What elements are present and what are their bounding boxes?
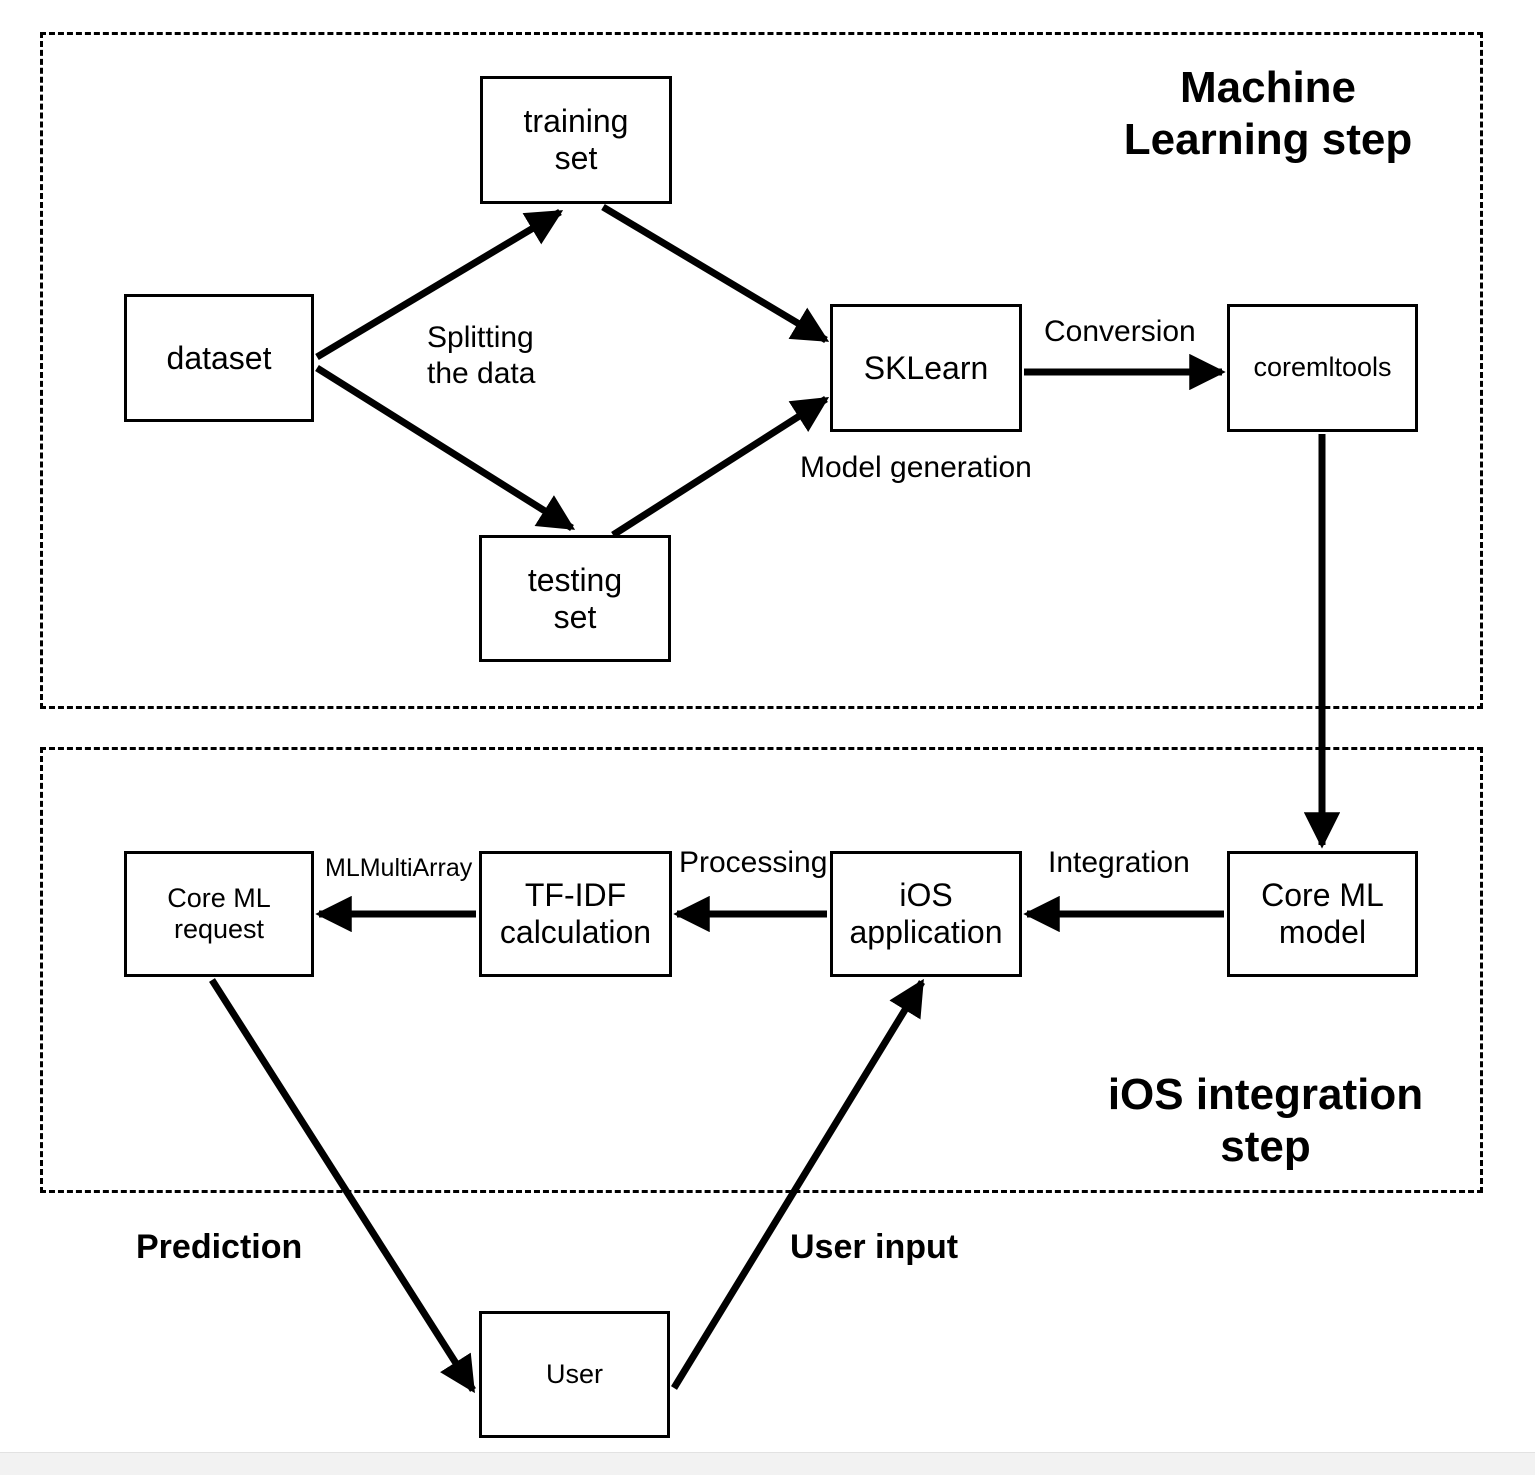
flow-label-prediction: Prediction [136, 1228, 303, 1266]
edge-label-model-generation: Model generation [800, 451, 1032, 484]
node-coreml-request[interactable]: Core ML request [124, 851, 314, 977]
region-machine-learning-step [40, 32, 1483, 709]
node-coremltools[interactable]: coremltools [1227, 304, 1418, 432]
node-training-set[interactable]: training set [480, 76, 672, 204]
node-ios-application[interactable]: iOS application [830, 851, 1022, 977]
flow-label-user-input: User input [790, 1228, 959, 1266]
node-testing-set[interactable]: testing set [479, 535, 671, 662]
region-title-machine-learning-step: Machine Learning step [1123, 63, 1413, 164]
bottom-strip [0, 1452, 1535, 1475]
node-dataset[interactable]: dataset [124, 294, 314, 422]
node-coreml-model[interactable]: Core ML model [1227, 851, 1418, 977]
edge-label-splitting-the-data: Splitting the data [427, 321, 536, 390]
node-sklearn[interactable]: SKLearn [830, 304, 1022, 432]
node-tfidf-calculation[interactable]: TF-IDF calculation [479, 851, 672, 977]
edge-label-integration: Integration [1048, 846, 1190, 879]
region-title-ios-integration-step: iOS integration step [1107, 1070, 1424, 1171]
edge-label-processing: Processing [679, 846, 828, 879]
edge-label-conversion: Conversion [1044, 315, 1196, 348]
node-user[interactable]: User [479, 1311, 670, 1438]
edge-label-mlmultiarray: MLMultiArray [325, 854, 473, 882]
